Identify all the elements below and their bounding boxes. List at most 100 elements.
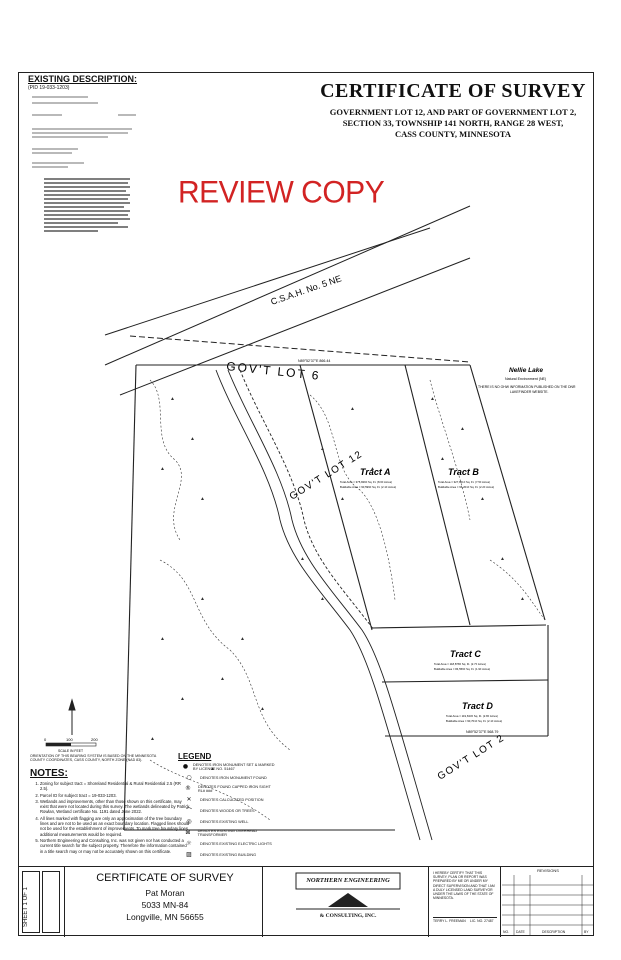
legend-item: ✕DENOTES CALCULATED POSITION — [178, 794, 278, 805]
county-road — [104, 205, 471, 396]
sheet-label: SHEET 1 OF 1 — [23, 887, 29, 927]
certificate-title: CERTIFICATE OF SURVEY — [96, 872, 234, 884]
firm-logo: NORTHERN ENGINEERING & CONSULTING, INC. — [268, 867, 429, 937]
legend-item: ⊠DENOTES EXISTING OVERHEAD TRANSFORMER — [178, 827, 278, 838]
svg-text:▲: ▲ — [160, 466, 165, 472]
title-block: CERTIFICATE OF SURVEY GOVERNMENT LOT 12,… — [318, 80, 588, 140]
filled-circle-icon: ● — [182, 763, 189, 770]
svg-text:▲: ▲ — [340, 496, 345, 502]
license-number: LIC. NO. 27487 — [470, 919, 494, 923]
scale-zero: 0 — [44, 737, 47, 742]
tree-lines — [149, 379, 546, 821]
legend-item: ○DENOTES IRON MONUMENT FOUND — [178, 772, 278, 783]
notes: NOTES: Zoning for subject tract = Shorel… — [30, 768, 190, 855]
svg-text:▲: ▲ — [480, 496, 485, 502]
tract-a-label: Tract A — [360, 467, 391, 477]
legal-line-2: SECTION 33, TOWNSHIP 141 NORTH, RANGE 28… — [342, 118, 564, 128]
scale-unit: SCALE IN FEET — [58, 749, 83, 753]
tract-b: Tract B Total Area = 327,801± Sq. Ft. (7… — [438, 467, 494, 489]
tract-b-buildable: Buildable Area = 96,201± Sq. Ft. (2.2± A… — [438, 485, 494, 489]
road-label: C.S.A.H. No. 5 NE — [269, 273, 342, 307]
page-title: CERTIFICATE OF SURVEY — [320, 80, 586, 102]
orientation-note: ORIENTATION OF THIS BEARING SYSTEM IS BA… — [30, 754, 157, 763]
transformer-icon: ⊠ — [185, 829, 191, 836]
tract-c-label: Tract C — [450, 649, 481, 659]
north-arrow-icon — [68, 698, 76, 735]
svg-text:▲: ▲ — [240, 636, 245, 642]
review-copy-stamp: REVIEW COPY — [178, 175, 385, 210]
legend-heading: LEGEND — [178, 752, 212, 761]
notes-list: Zoning for subject tract = Shoreland Res… — [30, 781, 190, 854]
tract-c-buildable: Buildable Area = 84,556± Sq. Ft. (1.9± A… — [434, 667, 490, 671]
legal-description: GOVERNMENT LOT 12, AND PART OF GOVERNMEN… — [318, 107, 588, 140]
client-name: Pat Moran — [145, 888, 185, 898]
well-icon: ◎ — [186, 818, 192, 825]
certification-text: I HEREBY CERTIFY THAT THIS SURVEY, PLAN … — [433, 871, 495, 901]
note-item: All lines marked with flagging are only … — [40, 816, 190, 837]
tract-b-label: Tract B — [448, 467, 479, 477]
tree-symbols: ▲▲▲▲ ▲▲▲▲ ▲▲▲▲ ▲▲▲▲ ▲▲▲▲ ▲▲▲▲ — [150, 396, 525, 772]
notes-heading: NOTES: — [30, 768, 68, 779]
client-city: Longville, MN 56655 — [126, 912, 204, 922]
revisions-heading: REVISIONS — [537, 868, 559, 873]
client-info: Pat Moran 5033 MN-84 Longville, MN 56655 — [68, 887, 262, 923]
legend-item: ☼DENOTES EXISTING ELECTRIC LIGHTS — [178, 838, 278, 849]
svg-text:▲: ▲ — [170, 396, 175, 402]
circled-r-icon: ® — [184, 785, 191, 792]
scale-mid: 100 — [66, 737, 73, 742]
tract-a-total: Total Area = 375,829± Sq. Ft. (8.6± Acre… — [340, 480, 392, 484]
surveyor-certification: I HEREBY CERTIFY THAT THIS SURVEY, PLAN … — [430, 867, 501, 937]
note-item: Zoning for subject tract = Shoreland Res… — [40, 781, 190, 792]
svg-text:▲: ▲ — [460, 426, 465, 432]
legend-item: ▨DENOTES EXISTING BUILDING — [178, 849, 278, 860]
legend-item: ®DENOTES FOUND CAPPED IRON SIGHT RL# ### — [178, 783, 278, 794]
lake-note-1: THERE IS NO OHW INFORMATION PUBLISHED ON… — [478, 385, 576, 389]
open-circle-icon: ○ — [186, 774, 192, 781]
legal-line-3: CASS COUNTY, MINNESOTA — [395, 129, 511, 139]
bearing-mid: N89°52'37"E 568.79 — [466, 730, 498, 734]
firm-name-2: & CONSULTING, INC. — [319, 913, 377, 919]
tract-d-total: Total Area = 119,633± Sq. Ft. (2.8± Acre… — [446, 714, 498, 718]
existing-description: EXISTING DESCRIPTION: (PID 19-033-1203) — [28, 74, 140, 246]
tract-d: Tract D Total Area = 119,633± Sq. Ft. (2… — [446, 701, 502, 723]
legend-item: ◎DENOTES EXISTING WELL — [178, 816, 278, 827]
tract-a-buildable: Buildable Area = 90,599± Sq. Ft. (2.1± A… — [340, 485, 396, 489]
tract-d-buildable: Buildable Area = 90,701± Sq. Ft. (2.1± A… — [446, 719, 502, 723]
bearing-top: N89°52'37"E 866.44 — [298, 359, 330, 363]
legend-item: ⌒DENOTES WOODS OR TREES — [178, 805, 278, 816]
tract-a: Tract A Total Area = 375,829± Sq. Ft. (8… — [340, 467, 396, 489]
svg-text:▲: ▲ — [320, 596, 325, 602]
scale-end: 200 — [91, 737, 98, 742]
title-bar: SHEET 1 OF 1 CERTIFICATE OF SURVEY Pat M… — [18, 866, 594, 937]
svg-text:▲: ▲ — [200, 496, 205, 502]
existing-description-heading: EXISTING DESCRIPTION: — [28, 74, 138, 84]
svg-text:▲: ▲ — [430, 396, 435, 402]
note-item: Wetlands and improvements, other than th… — [40, 799, 190, 815]
svg-text:▲: ▲ — [520, 596, 525, 602]
parcel-id: (PID 19-033-1203) — [28, 85, 70, 91]
lake-name: Nellie Lake — [509, 367, 543, 374]
tract-b-total: Total Area = 327,801± Sq. Ft. (7.5± Acre… — [438, 480, 490, 484]
rev-col-no: NO. — [503, 930, 510, 934]
svg-text:▲: ▲ — [160, 636, 165, 642]
scale-bar: 0 100 200 SCALE IN FEET — [44, 737, 98, 753]
svg-text:▲: ▲ — [180, 696, 185, 702]
client-address: 5033 MN-84 — [141, 900, 189, 910]
certificate-box: CERTIFICATE OF SURVEY Pat Moran 5033 MN-… — [68, 867, 263, 937]
lake-class: Natural Environment (NE) — [505, 377, 546, 381]
svg-text:▲: ▲ — [150, 736, 155, 742]
svg-text:▲: ▲ — [370, 466, 375, 472]
revisions-grid — [502, 875, 594, 935]
svg-text:▲: ▲ — [190, 436, 195, 442]
rev-col-by: BY — [584, 930, 589, 934]
legend-item: ●DENOTES IRON MONUMENT SET & MARKED BY L… — [178, 761, 278, 772]
tract-c: Tract C Total Area = 118,878± Sq. Ft. (2… — [434, 649, 490, 671]
note-item: Northern Engineering and Consulting, Inc… — [40, 838, 190, 854]
firm-name-1: NORTHERN ENGINEERING — [306, 877, 390, 884]
lot-12-label: GOV'T LOT 12 — [288, 449, 365, 503]
tract-c-total: Total Area = 118,878± Sq. Ft. (2.7± Acre… — [434, 662, 486, 666]
light-icon: ☼ — [186, 840, 192, 847]
parcel-boundary — [123, 364, 549, 831]
legal-line-1: GOVERNMENT LOT 12, AND PART OF GOVERNMEN… — [329, 107, 577, 117]
note-item: Parcel ID for subject tract = 19-033-120… — [40, 793, 190, 798]
